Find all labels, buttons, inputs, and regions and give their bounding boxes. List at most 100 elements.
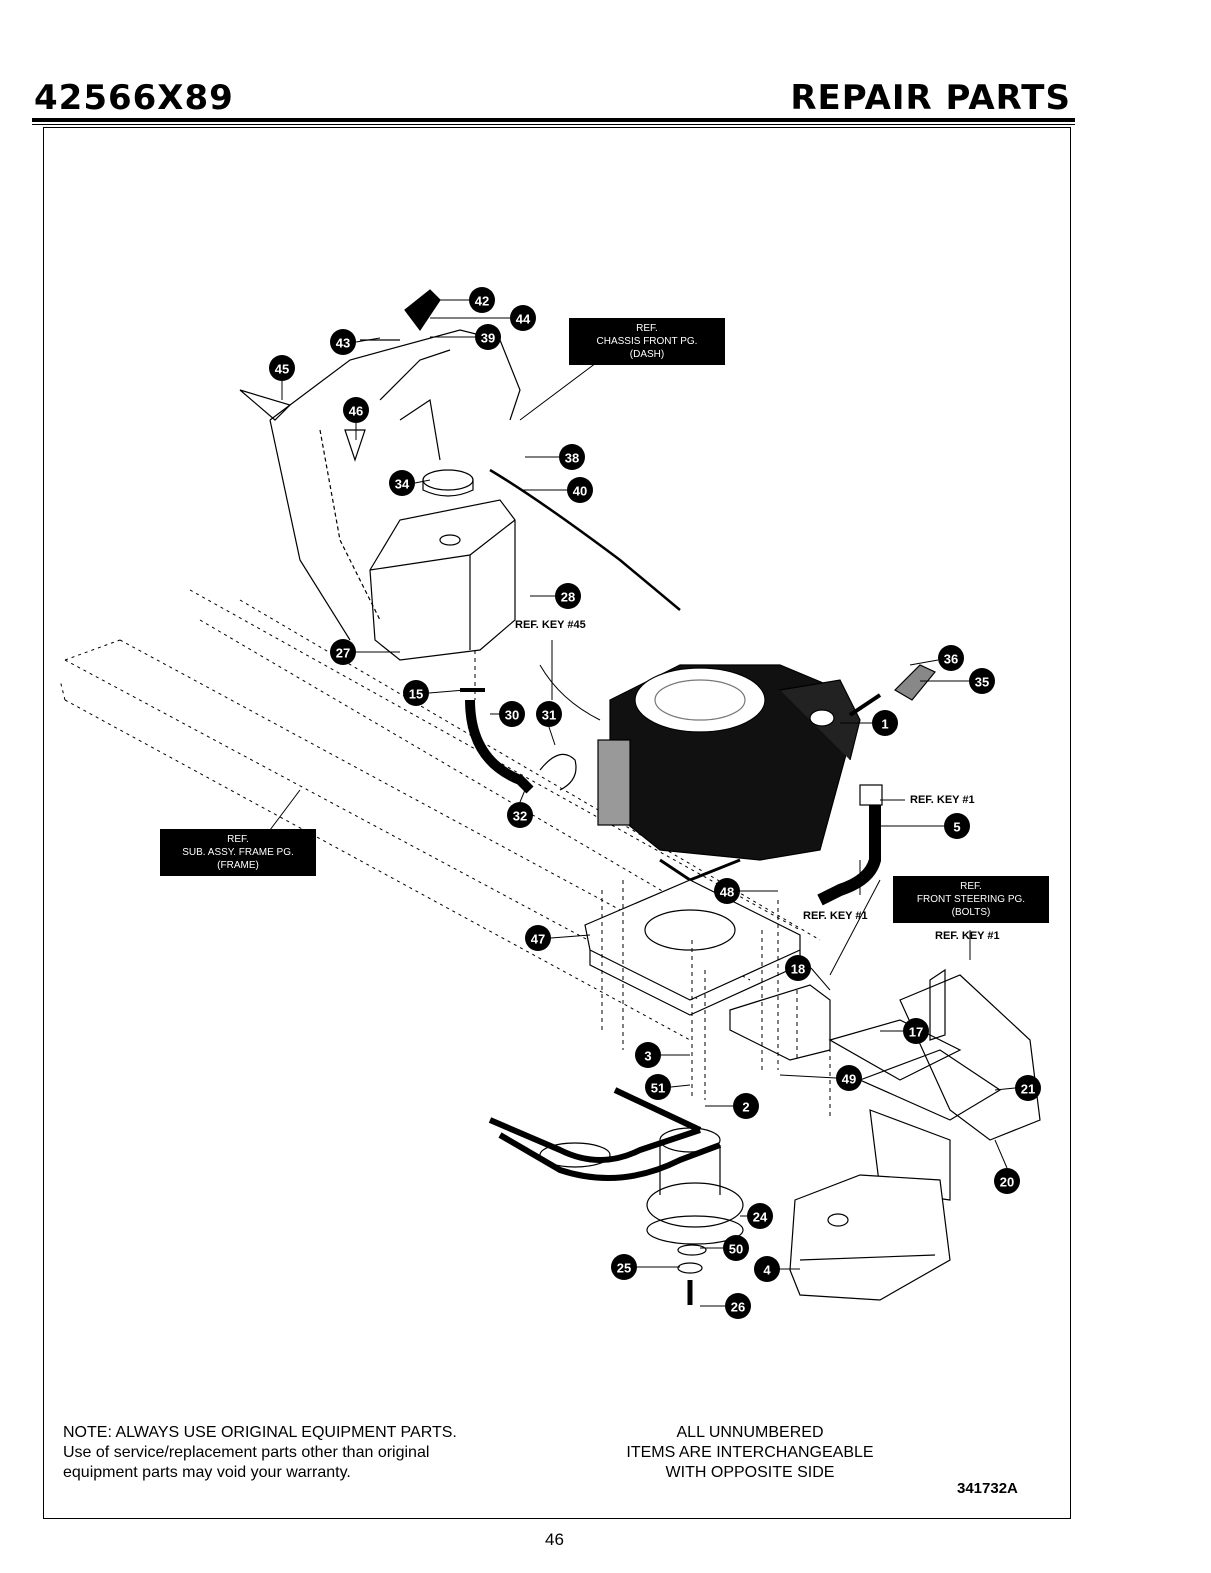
pointer-arrow	[848, 693, 882, 717]
callout-1: 1	[872, 710, 898, 736]
callout-17: 17	[903, 1018, 929, 1044]
callout-label: 47	[531, 932, 545, 947]
callout-25: 25	[611, 1254, 637, 1280]
callout-circle	[567, 477, 593, 503]
callout-46: 46	[343, 397, 369, 423]
callout-circle	[903, 1018, 929, 1044]
callout-42: 42	[469, 287, 495, 313]
callout-circle	[723, 1235, 749, 1261]
ref-steering-box: REF. FRONT STEERING PG. (BOLTS)	[893, 876, 1049, 923]
callout-label: 4	[763, 1263, 771, 1278]
callout-39: 39	[475, 324, 501, 350]
drive-belt	[488, 1087, 722, 1181]
note-line3: equipment parts may void your warranty.	[63, 1464, 351, 1481]
callout-label: 15	[409, 687, 423, 702]
callout-circle	[754, 1256, 780, 1282]
ref-steering-line3: (BOLTS)	[951, 907, 991, 918]
note-line2: Use of service/replacement parts other t…	[63, 1444, 430, 1461]
ref-steering-line1: REF.	[960, 881, 982, 892]
callout-label: 2	[742, 1100, 749, 1115]
bolt-guides	[474, 650, 831, 1120]
ref-chassis-line3: (DASH)	[629, 349, 665, 360]
callout-36: 36	[938, 645, 964, 671]
ref-frame-line2: SUB. ASSY. FRAME PG.	[182, 847, 294, 858]
engine-pulley	[659, 1127, 721, 1153]
warranty-note: NOTE: ALWAYS USE ORIGINAL EQUIPMENT PART…	[63, 1423, 457, 1483]
callout-label: 30	[505, 708, 519, 723]
callout-label: 31	[542, 708, 556, 723]
callout-20: 20	[994, 1168, 1020, 1194]
callout-label: 18	[791, 962, 805, 977]
idler-pulley	[539, 1142, 611, 1168]
callout-circle	[536, 701, 562, 727]
fuel-line	[465, 699, 534, 794]
ref-chassis-line1: REF.	[636, 323, 658, 334]
callout-30: 30	[499, 701, 525, 727]
callout-label: 44	[516, 312, 531, 327]
callout-label: 43	[336, 336, 350, 351]
callout-47: 47	[525, 925, 551, 951]
washer-50	[677, 1244, 707, 1256]
leader-lines	[269, 299, 1016, 1307]
callout-circle	[269, 355, 295, 381]
callout-28: 28	[555, 583, 581, 609]
callout-24: 24	[747, 1203, 773, 1229]
ref-chassis-line2: CHASSIS FRONT PG.	[596, 336, 698, 347]
mount-plate	[584, 879, 801, 1016]
header-rule	[32, 118, 1075, 122]
callout-circle	[994, 1168, 1020, 1194]
center-note-line1: ALL UNNUMBERED	[676, 1424, 824, 1441]
callout-label: 38	[565, 451, 579, 466]
ref-key-45: REF. KEY #45	[515, 619, 586, 631]
callout-label: 1	[881, 717, 888, 732]
callout-label: 45	[275, 362, 289, 377]
callout-38: 38	[559, 444, 585, 470]
ref-key-1-c: REF. KEY #1	[935, 930, 1000, 942]
callout-circle	[389, 470, 415, 496]
callout-51: 51	[645, 1074, 671, 1100]
washer-25	[677, 1262, 703, 1274]
center-note-line3: WITH OPPOSITE SIDE	[665, 1464, 835, 1481]
callout-label: 46	[349, 404, 363, 419]
callout-circle	[1015, 1075, 1041, 1101]
callout-circle	[403, 680, 429, 706]
bracket-18	[729, 984, 831, 1061]
header-rule-thin	[32, 124, 1075, 125]
note-line1: NOTE: ALWAYS USE ORIGINAL EQUIPMENT PART…	[63, 1424, 457, 1441]
callout-label: 39	[481, 331, 495, 346]
callout-49: 49	[836, 1065, 862, 1091]
diagram-frame	[43, 127, 1071, 1519]
ref-frame-box: REF. SUB. ASSY. FRAME PG. (FRAME)	[160, 829, 316, 876]
callout-label: 49	[842, 1072, 856, 1087]
callout-31: 31	[536, 701, 562, 727]
callout-50: 50	[723, 1235, 749, 1261]
drive-pulley	[646, 1182, 744, 1228]
interchangeable-note: ALL UNNUMBERED ITEMS ARE INTERCHANGEABLE…	[590, 1423, 910, 1483]
callout-48: 48	[714, 878, 740, 904]
callout-label: 21	[1021, 1082, 1035, 1097]
callout-26: 26	[725, 1293, 751, 1319]
choke-knob	[239, 389, 292, 421]
callout-circle	[747, 1203, 773, 1229]
callout-label: 26	[731, 1300, 745, 1315]
callout-3: 3	[635, 1042, 661, 1068]
callout-40: 40	[567, 477, 593, 503]
callout-32: 32	[507, 802, 533, 828]
throttle-cable	[489, 468, 681, 611]
callout-45: 45	[269, 355, 295, 381]
clamp-31	[539, 753, 577, 791]
callout-label: 51	[651, 1081, 665, 1096]
callout-circle	[733, 1093, 759, 1119]
model-number: 42566X89	[34, 78, 234, 118]
callout-circle	[725, 1293, 751, 1319]
callout-circle	[499, 701, 525, 727]
callout-label: 34	[395, 477, 410, 492]
callout-circle	[555, 583, 581, 609]
callout-circle	[510, 305, 536, 331]
callout-label: 3	[644, 1049, 651, 1064]
exhaust-pipe	[817, 800, 881, 906]
callout-circle	[343, 397, 369, 423]
callout-label: 32	[513, 809, 527, 824]
callout-34: 34	[389, 470, 415, 496]
